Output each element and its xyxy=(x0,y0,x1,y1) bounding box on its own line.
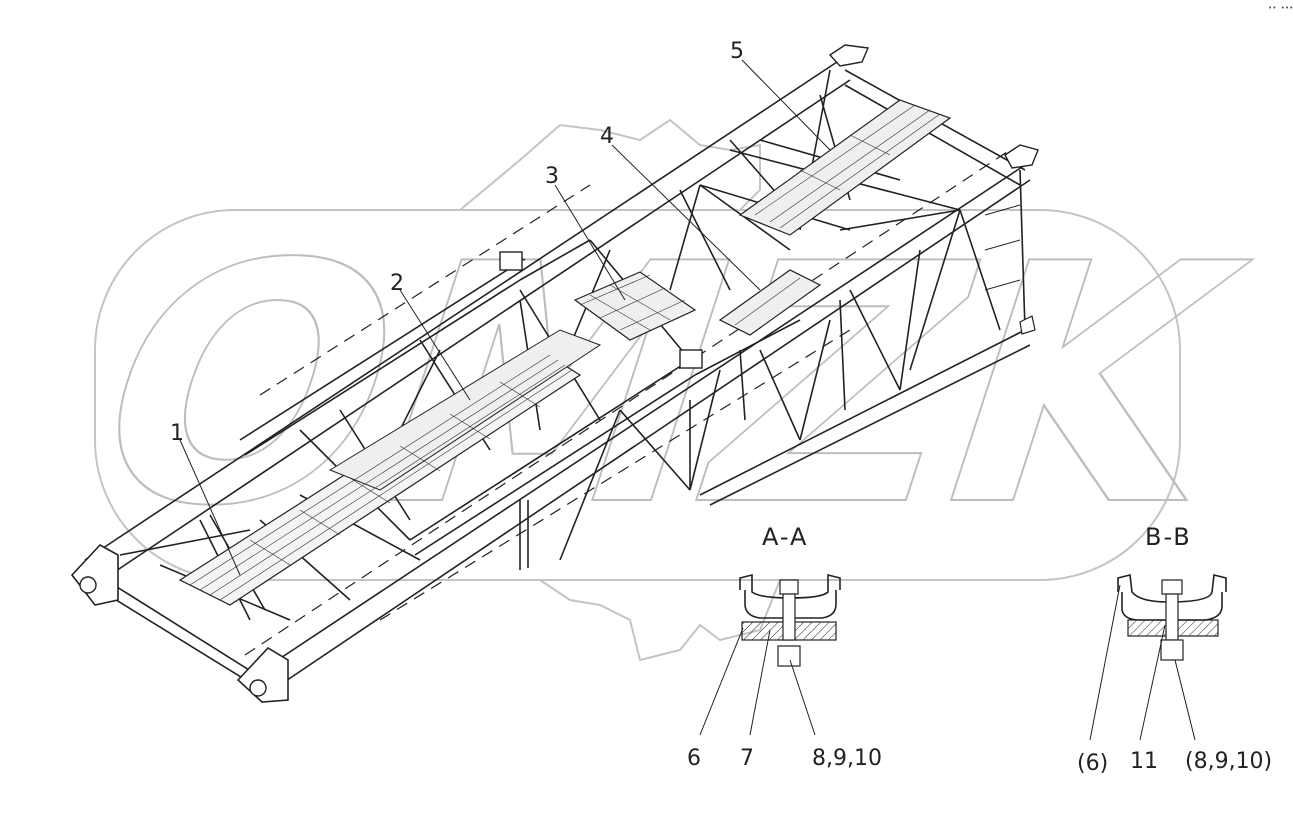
callouts: 1 2 3 4 5 xyxy=(170,39,831,576)
section-aa: A-A 6 7 8,9,10 xyxy=(687,523,882,771)
walkway-panel-4 xyxy=(718,269,822,336)
section-aa-label-6: 6 xyxy=(687,746,701,771)
section-aa-label-8-9-10: 8,9,10 xyxy=(812,746,882,771)
section-bb-bolt-head xyxy=(1161,579,1183,595)
watermark-gear xyxy=(459,118,761,211)
walkway-panel-3 xyxy=(573,271,697,341)
section-bb-nut xyxy=(1160,639,1184,661)
section-bb-bolt xyxy=(1165,593,1179,641)
section-aa-label-7: 7 xyxy=(740,746,754,771)
callout-3: 3 xyxy=(545,164,559,189)
section-bb: B-B (6) 11 (8,9,10) xyxy=(1077,523,1272,776)
rail-end-block-1 xyxy=(499,251,523,271)
section-bb-title: B-B xyxy=(1145,523,1192,551)
section-bb-label-11: 11 xyxy=(1130,749,1158,774)
end-lugs xyxy=(70,44,1039,703)
lug-rear-left xyxy=(828,44,870,67)
rail-end-block-2 xyxy=(679,349,703,369)
callout-2: 2 xyxy=(390,271,404,296)
section-aa-bolt xyxy=(782,593,796,641)
watermark-text: OMZK xyxy=(47,194,1288,578)
callout-4: 4 xyxy=(600,124,614,149)
section-bb-label-8-9-10: (8,9,10) xyxy=(1185,749,1272,774)
callout-5: 5 xyxy=(730,39,744,64)
lug-rear-bottom xyxy=(1019,315,1036,335)
section-aa-nut xyxy=(777,645,801,667)
section-aa-title: A-A xyxy=(762,523,808,551)
walkway-panel-2 xyxy=(328,329,602,491)
truss-frame xyxy=(84,59,1031,696)
walkway-mesh xyxy=(178,99,952,606)
walkway-panel-5 xyxy=(738,99,952,236)
section-aa-bolt-head xyxy=(779,579,799,595)
callout-1: 1 xyxy=(170,421,184,446)
watermark-gear-bottom xyxy=(539,579,781,662)
section-bb-label-6: (6) xyxy=(1077,751,1108,776)
corner-mark: •• ••• xyxy=(1268,4,1293,12)
lug-rear-right xyxy=(1004,144,1039,169)
watermark-frame xyxy=(94,209,1181,581)
watermark: OMZK xyxy=(46,118,1289,662)
